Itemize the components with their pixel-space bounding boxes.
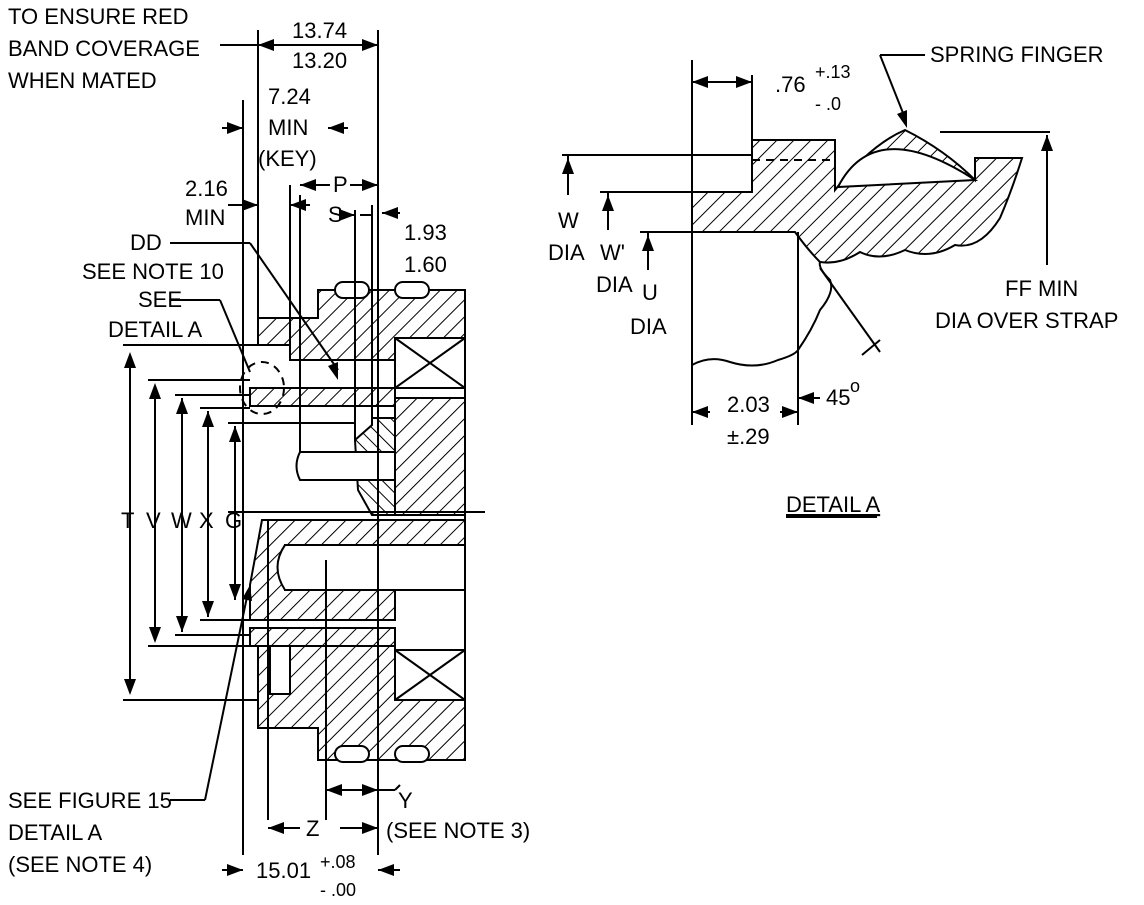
dim-7-24-min: MIN <box>268 115 308 140</box>
contact-block <box>394 397 466 516</box>
dim-2-16-min: MIN <box>185 205 225 230</box>
dim-2-03: 2.03 <box>727 392 770 417</box>
tol-29: ±.29 <box>727 424 770 449</box>
detail-a-title: DETAIL A <box>786 492 880 517</box>
main-section-view <box>123 30 485 876</box>
tol-minus-0: - .0 <box>815 94 841 114</box>
letter-t: T <box>121 508 134 533</box>
key-boxes <box>394 337 466 701</box>
note-red-band-3: WHEN MATED <box>8 68 157 93</box>
angle-degree: o <box>850 376 860 396</box>
w-prime-dia-2: DIA <box>596 272 633 297</box>
letter-w: W <box>171 508 192 533</box>
dim-1-93: 1.93 <box>404 220 447 245</box>
letter-x: X <box>199 508 214 533</box>
dim-key: (KEY) <box>258 146 317 171</box>
spring-finger-label: SPRING FINGER <box>930 42 1104 67</box>
spring-strap-lower <box>249 627 396 647</box>
u-dia-2: DIA <box>630 314 667 339</box>
u-dia-1: U <box>642 280 658 305</box>
see-figure-15-1: SEE FIGURE 15 <box>8 788 172 813</box>
dim-15-01: 15.01 <box>256 858 311 883</box>
dd-label: DD <box>130 230 162 255</box>
see-figure-15-3: (SEE NOTE 4) <box>8 852 152 877</box>
see-detail-a-1: SEE <box>138 287 182 312</box>
dim-13-74: 13.74 <box>292 18 347 43</box>
spring-finger-dome <box>836 148 979 189</box>
letter-v: V <box>146 508 161 533</box>
ff-min-1: FF MIN <box>1005 276 1078 301</box>
tol-plus-08: +.08 <box>320 852 356 872</box>
slots <box>334 281 430 763</box>
dim-7-24: 7.24 <box>268 84 311 109</box>
dim-2-16: 2.16 <box>185 176 228 201</box>
dim-1-60: 1.60 <box>404 252 447 277</box>
top-housing <box>257 289 466 361</box>
dim-z: Z <box>306 816 319 841</box>
dim-76: .76 <box>775 72 806 97</box>
w-dia-2: DIA <box>548 240 585 265</box>
note-red-band-2: BAND COVERAGE <box>8 36 200 61</box>
spring-strap-upper <box>249 387 396 407</box>
detail-a-view <box>562 54 1053 425</box>
see-detail-a-2: DETAIL A <box>108 317 202 342</box>
center-pin <box>295 451 396 481</box>
angle-45: 45 <box>826 385 850 410</box>
ff-min-2: DIA OVER STRAP <box>935 308 1118 333</box>
dim-s: S <box>328 202 343 227</box>
w-prime-dia-1: W' <box>600 240 625 265</box>
letter-g: G <box>225 508 242 533</box>
dim-y: Y <box>398 788 413 813</box>
tol-minus-00: - .00 <box>320 880 356 900</box>
detail-a-circle <box>239 361 285 415</box>
dim-13-20: 13.20 <box>292 48 347 73</box>
detail-body <box>691 128 1024 264</box>
main-view-labels: TO ENSURE RED BAND COVERAGE WHEN MATED 1… <box>8 4 530 900</box>
tol-plus-13: +.13 <box>815 62 851 82</box>
dim-p: P <box>333 172 348 197</box>
see-note-3: (SEE NOTE 3) <box>386 818 530 843</box>
detail-a-labels: .76 +.13 - .0 SPRING FINGER W DIA W' DIA… <box>548 42 1118 518</box>
see-figure-15-2: DETAIL A <box>8 820 102 845</box>
see-note-10: SEE NOTE 10 <box>82 259 224 284</box>
note-red-band-1: TO ENSURE RED <box>8 4 189 29</box>
w-dia-1: W <box>558 208 579 233</box>
